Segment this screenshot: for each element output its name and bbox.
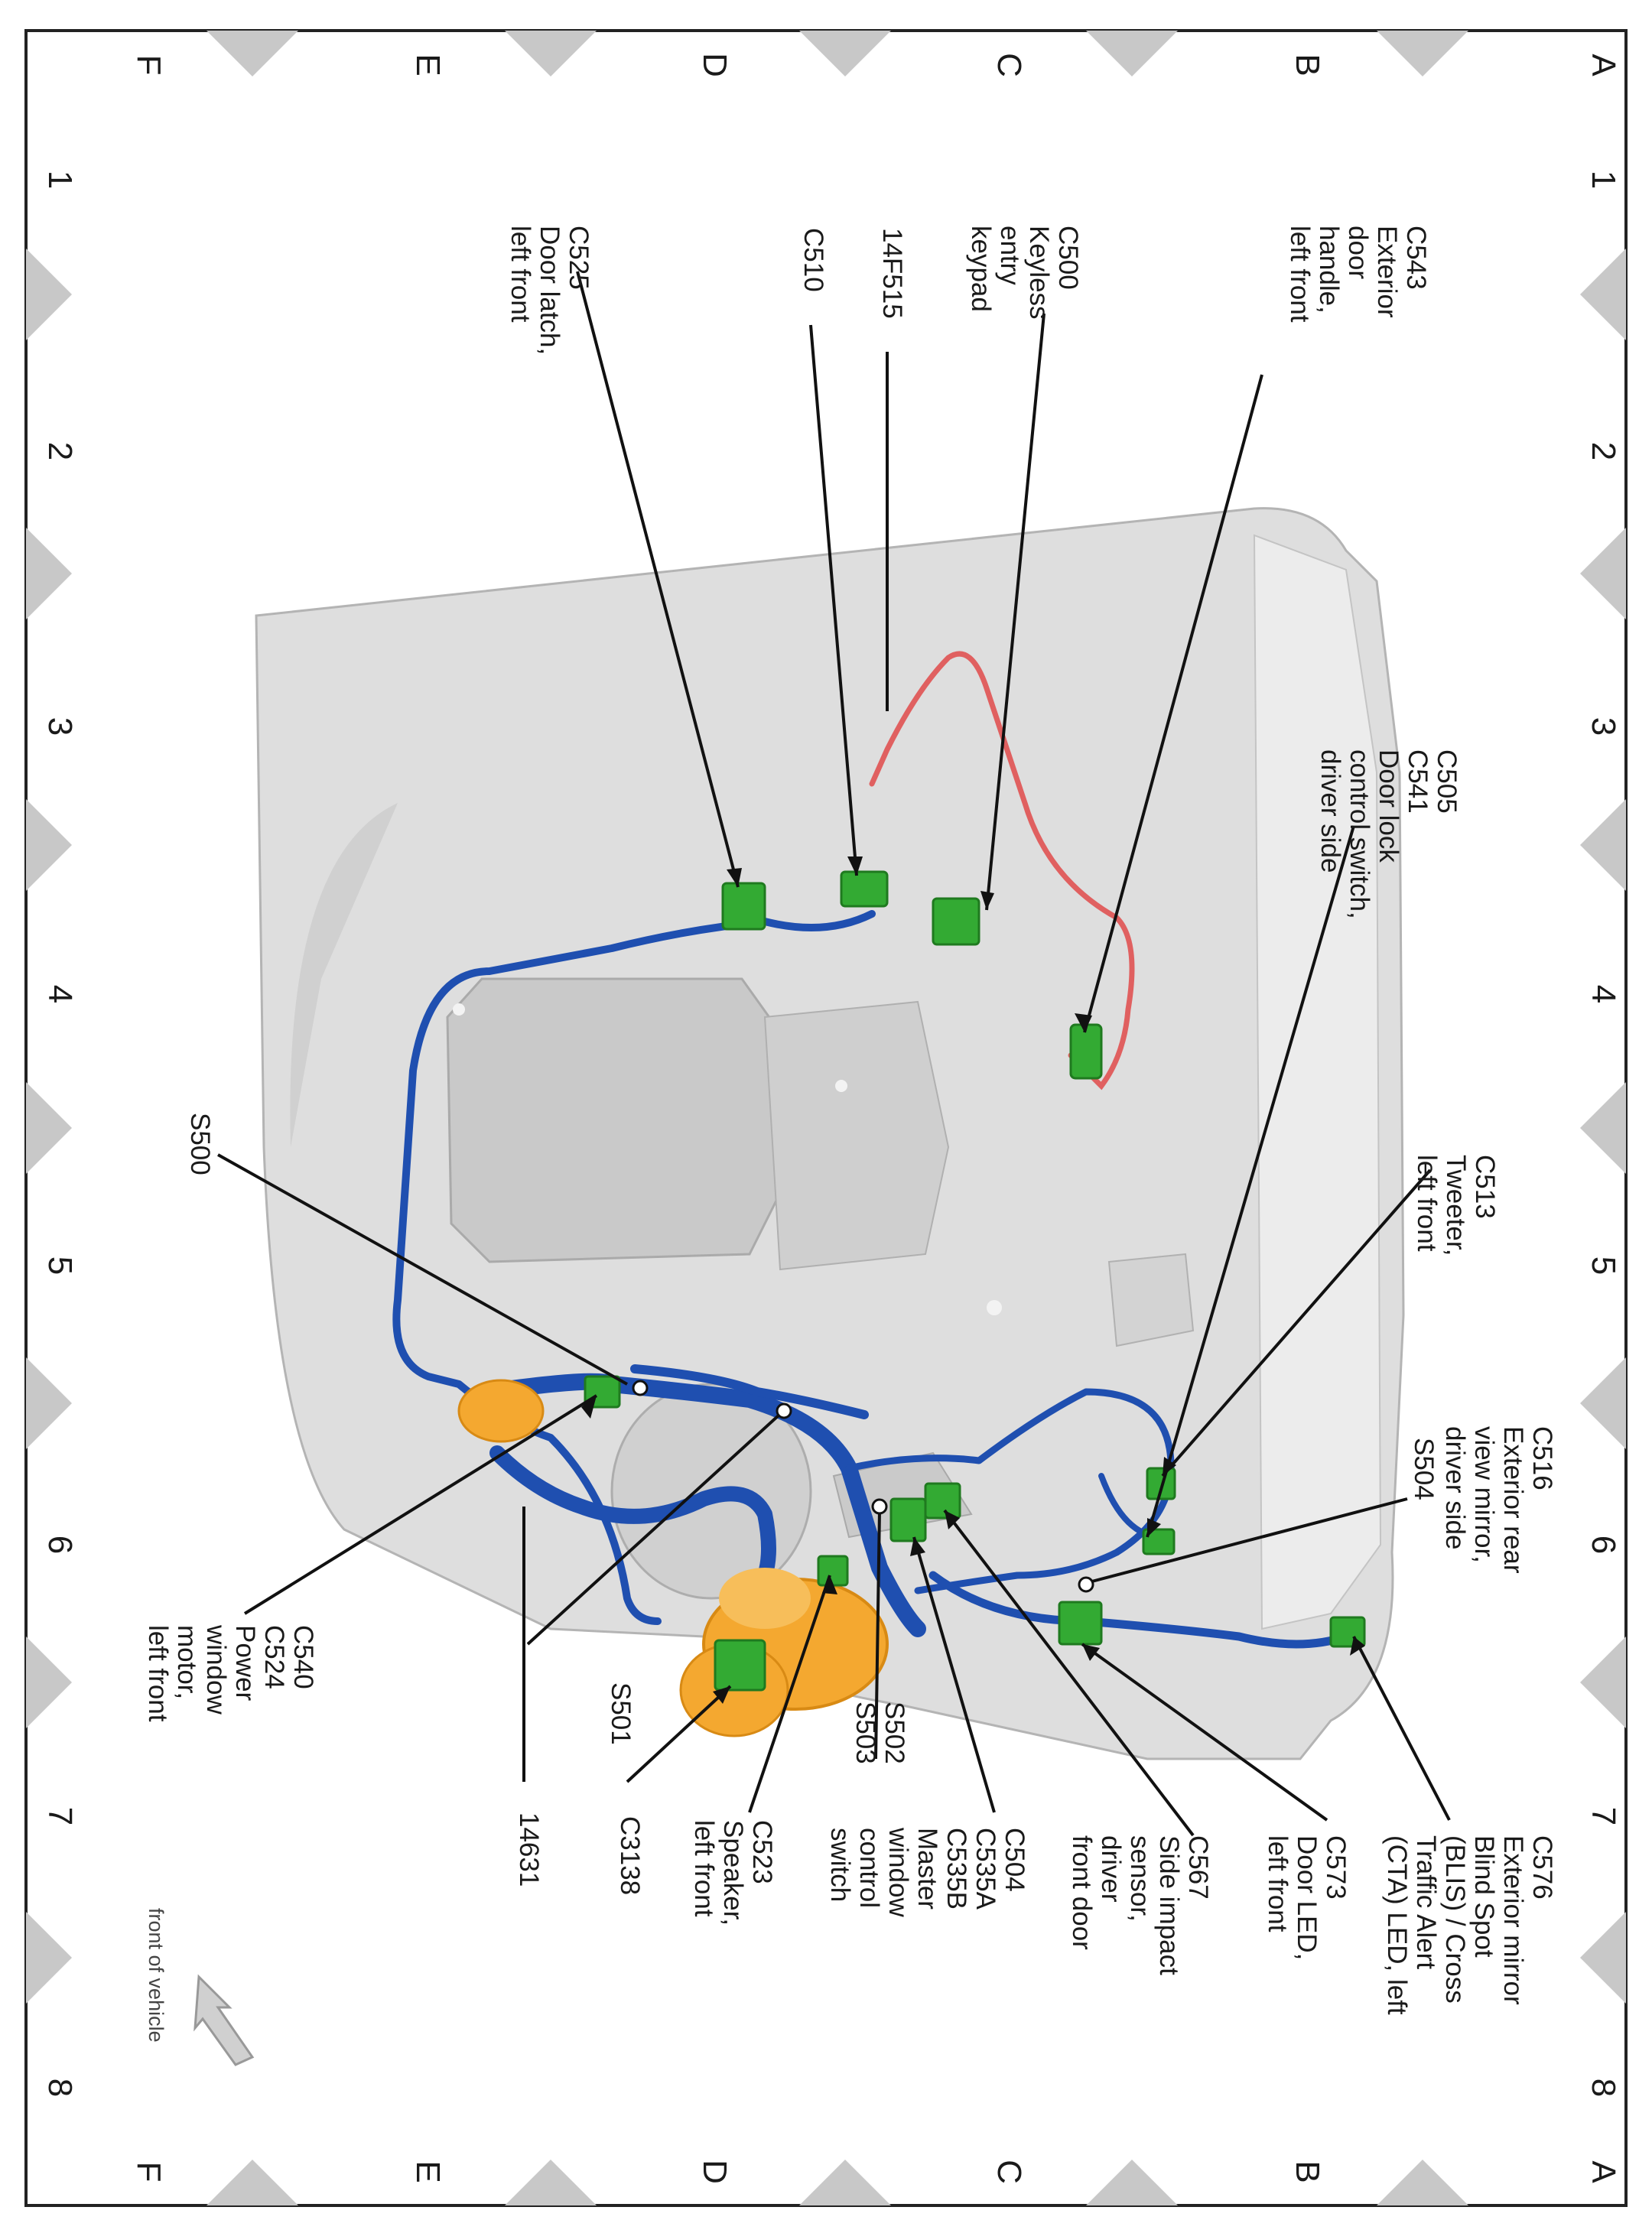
grid-letter: C <box>990 2160 1028 2184</box>
grid-numbers-right: 1 2 3 4 5 6 7 8 <box>1585 171 1622 2097</box>
grid-number: 2 <box>41 442 79 460</box>
svg-text:C500 Keyless entry: C500 Keyless entry keypad <box>966 226 1083 327</box>
callout-c540: C540 C524 Power window motor, left front <box>143 1624 318 1722</box>
door-panel <box>255 507 1405 1760</box>
connector-c573 <box>1058 1601 1103 1646</box>
grid-number: 2 <box>1585 442 1622 460</box>
svg-text:C525 Door latch, l: C525 Door latch, left front <box>506 226 593 362</box>
grid-letter: D <box>696 53 733 77</box>
callout-c3138: C3138 <box>615 1816 645 1895</box>
splice-markers <box>632 1380 1094 1593</box>
window-opening <box>446 977 782 1263</box>
svg-text:C3138: C3138 <box>615 1816 645 1895</box>
svg-text:S500: S500 <box>185 1113 215 1175</box>
grid-letter: F <box>130 2162 167 2183</box>
grid-number: 6 <box>41 1536 79 1554</box>
grid-number: 4 <box>41 985 79 1003</box>
connector-c525 <box>721 882 766 931</box>
grid-markers <box>26 31 1626 2205</box>
grid-number: 8 <box>1585 2079 1622 2097</box>
grid-number: 4 <box>1585 985 1622 1003</box>
svg-text:C505 C541 Door loc: C505 C541 Door lock control switch, driv… <box>1315 749 1462 926</box>
svg-text:C543 Exterior door: C543 Exterior door handle, left front <box>1285 226 1431 325</box>
grid-number: 7 <box>1585 1807 1622 1825</box>
callout-s500: S500 <box>185 1113 215 1175</box>
connector-c3138 <box>714 1639 766 1692</box>
callout-c523: C523 Speaker, left front <box>689 1820 777 1933</box>
svg-text:14631: 14631 <box>514 1812 544 1887</box>
callout-c573: C573 Door LED, left front <box>1263 1835 1351 1968</box>
callout-s501: S501 <box>606 1682 636 1745</box>
front-of-vehicle-arrow: front of vehicle <box>145 1908 255 2066</box>
leader-lines <box>217 271 1451 1837</box>
grid-number: 8 <box>41 2079 79 2097</box>
grid-letter: F <box>130 55 167 76</box>
grid-number: 5 <box>1585 1256 1622 1275</box>
callout-c513: C513 Tweeter, left front <box>1412 1155 1500 1263</box>
grid-letter: A <box>1585 2160 1622 2183</box>
grid-number: 3 <box>41 717 79 736</box>
grid-letter: B <box>1289 2160 1326 2183</box>
grid-number: 1 <box>1585 171 1622 189</box>
splice-s504 <box>1078 1576 1094 1593</box>
callout-14631: 14631 <box>514 1812 544 1887</box>
grid-numbers-left: 1 2 3 4 5 6 7 8 <box>41 171 79 2097</box>
grid-letter: E <box>409 54 447 76</box>
svg-text:C523 Speaker, left: C523 Speaker, left front <box>689 1820 777 1933</box>
callout-c510: C510 <box>798 228 828 292</box>
svg-text:C567 Side impact s: C567 Side impact sensor, driver front do… <box>1067 1835 1213 1983</box>
connector-c513 <box>1146 1467 1176 1500</box>
callout-c505: C505 C541 Door lock control switch, driv… <box>1315 749 1462 926</box>
svg-text:C513 Tweeter, left: C513 Tweeter, left front <box>1412 1155 1500 1263</box>
connector-c567 <box>924 1482 961 1520</box>
callout-s502-s503: S502 S503 <box>850 1702 909 1771</box>
callout-s504: S504 <box>1409 1438 1439 1500</box>
svg-text:14F515: 14F515 <box>877 228 907 319</box>
splice-s502 <box>871 1498 888 1515</box>
callout-c525: C525 Door latch, left front <box>506 226 593 362</box>
grid-letter: B <box>1289 54 1326 76</box>
window-motor <box>457 1379 545 1443</box>
callout-c500: C500 Keyless entry keypad <box>966 226 1083 327</box>
callout-14f515: 14F515 <box>877 228 907 319</box>
svg-text:C573 Door LED, lef: C573 Door LED, left front <box>1263 1835 1351 1968</box>
grid-letters-bottom: A B C D E F <box>130 2160 1622 2184</box>
svg-text:C540 C524 Power: C540 C524 Power window motor, left front <box>143 1624 318 1722</box>
connector-c510 <box>840 870 889 908</box>
grid-letter: C <box>990 53 1028 77</box>
connector-c543 <box>1069 1023 1103 1080</box>
svg-text:S504: S504 <box>1409 1438 1439 1500</box>
svg-text:C576 Exterior mirror: C576 Exterior mirror Blind Spot (BLIS) /… <box>1382 1835 1557 2015</box>
connector-c504 <box>889 1497 927 1542</box>
svg-text:S501: S501 <box>606 1682 636 1745</box>
callout-c504: C504 C535A C535B Master window control s… <box>825 1827 1029 1924</box>
grid-letter: E <box>409 2160 447 2183</box>
callout-c543: C543 Exterior door handle, left front <box>1285 226 1431 325</box>
arrowheads <box>581 856 1365 1704</box>
orientation-note: front of vehicle <box>145 1908 167 2043</box>
callout-c516: C516 Exterior rear view mirror, driver s… <box>1440 1426 1557 1581</box>
grid-number: 1 <box>41 171 79 189</box>
connector-c523 <box>817 1555 849 1587</box>
svg-text:C504 C535A C535B: C504 C535A C535B Master window control s… <box>825 1827 1029 1924</box>
arrow-icon <box>193 1974 255 2066</box>
red-circuit-wire <box>869 651 1135 1090</box>
splice-s500 <box>632 1380 649 1396</box>
grid-number: 3 <box>1585 717 1622 736</box>
grid-letter: A <box>1585 54 1622 76</box>
connector-c505 <box>1142 1528 1176 1555</box>
svg-text:C510: C510 <box>798 228 828 292</box>
svg-text:S502 S503: S502 S503 <box>850 1702 909 1771</box>
grid-number: 6 <box>1585 1536 1622 1554</box>
grid-letter: D <box>696 2160 733 2184</box>
callout-c567: C567 Side impact sensor, driver front do… <box>1067 1835 1213 1983</box>
callout-c576: C576 Exterior mirror Blind Spot (BLIS) /… <box>1382 1835 1557 2015</box>
splice-s501 <box>776 1403 792 1419</box>
grid-number: 7 <box>41 1807 79 1825</box>
grid-number: 5 <box>41 1256 79 1275</box>
connector-c500 <box>932 897 980 946</box>
svg-text:C516 Exterior rear: C516 Exterior rear view mirror, driver s… <box>1440 1426 1557 1581</box>
grid-letters-top: A B C D E F <box>130 53 1622 77</box>
